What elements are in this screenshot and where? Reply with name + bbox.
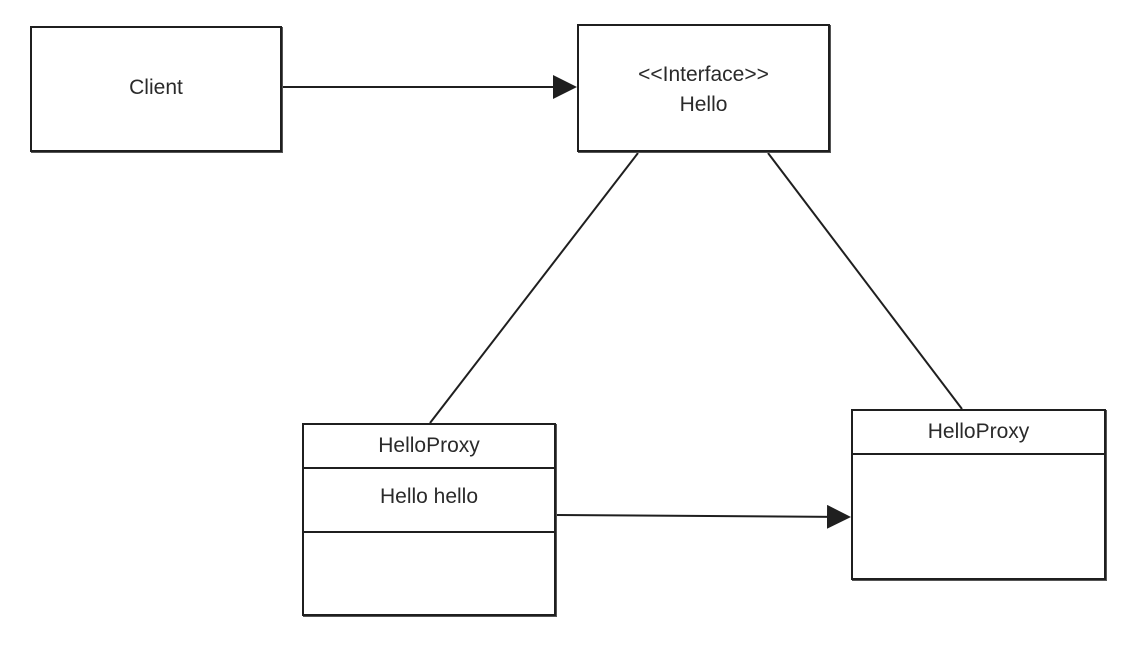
proxy-left-to-interface-line [429, 152, 639, 424]
body-compartment [853, 455, 1104, 578]
proxy-left-to-proxy-right-arrow [556, 504, 851, 529]
class-name-compartment: HelloProxy [304, 425, 554, 469]
attributes-compartment: Hello hello [304, 469, 554, 533]
attribute-hello: Hello hello [379, 485, 479, 508]
client-class-box[interactable]: Client [30, 26, 282, 152]
proxy-right-to-interface-line [767, 152, 963, 410]
hello-proxy-class-left[interactable]: HelloProxy Hello hello [302, 423, 556, 616]
interface-stereotype: <<Interface>> [638, 63, 769, 86]
operations-compartment [304, 533, 554, 614]
hello-interface-box[interactable]: <<Interface>> Hello [577, 24, 830, 152]
interface-name: Hello [679, 93, 728, 116]
class-name: HelloProxy [378, 434, 480, 457]
client-label: Client [129, 76, 183, 99]
class-name-compartment: HelloProxy [853, 411, 1104, 455]
hello-proxy-class-right[interactable]: HelloProxy [851, 409, 1106, 580]
class-name: HelloProxy [927, 420, 1030, 443]
